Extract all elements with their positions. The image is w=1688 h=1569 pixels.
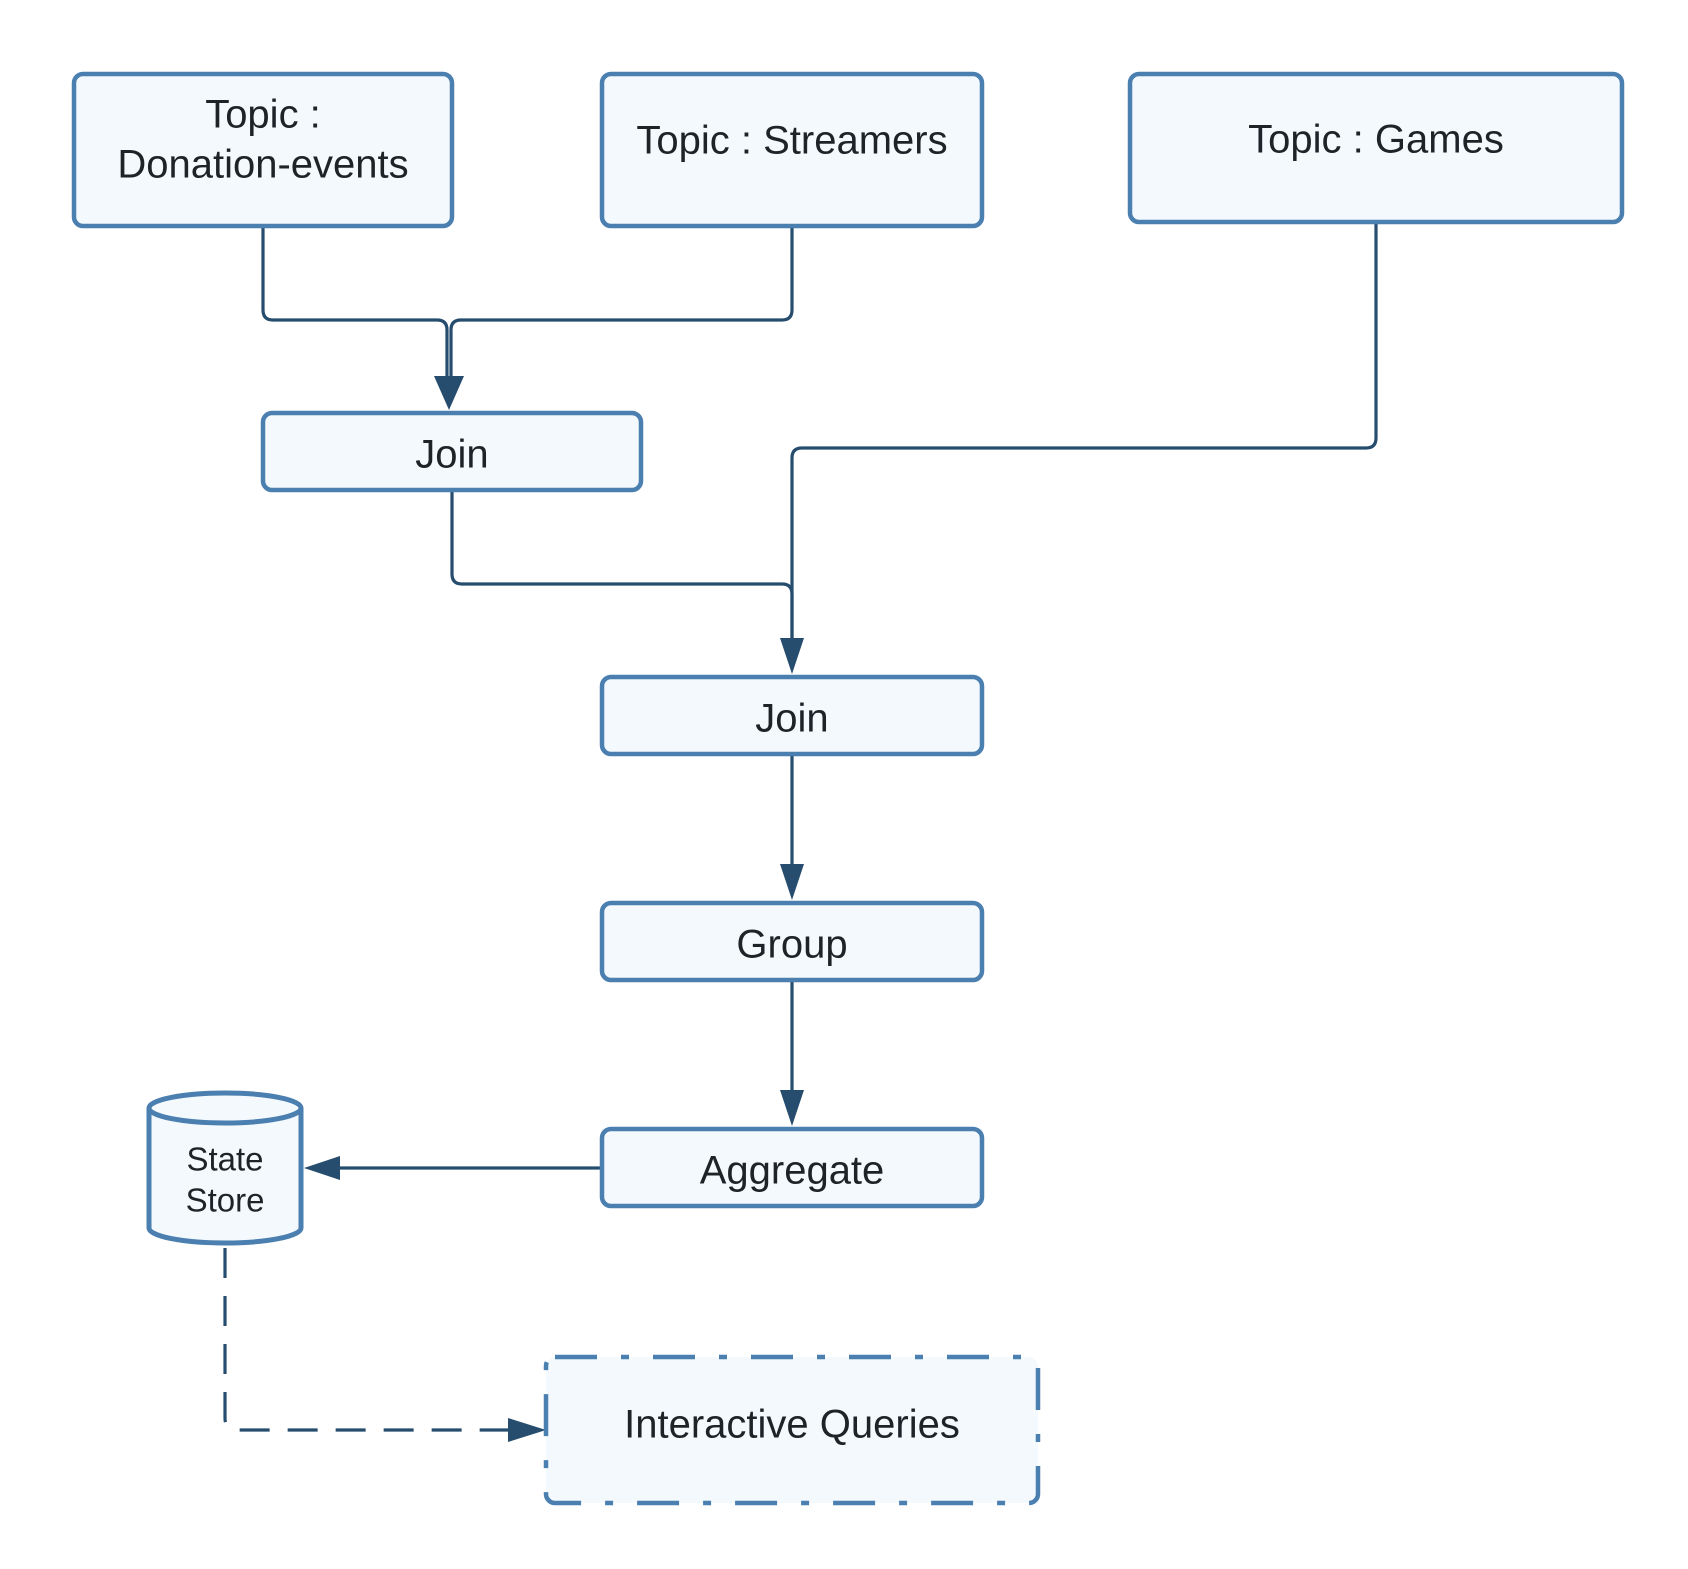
- node-join-2[interactable]: Join: [599, 674, 985, 757]
- node-label: Join: [415, 433, 488, 477]
- node-label: Aggregate: [700, 1149, 885, 1193]
- node-streamers[interactable]: Topic : Streamers: [599, 71, 985, 229]
- edges: [223, 222, 1378, 1442]
- node-label: Store: [186, 1182, 265, 1219]
- arrowhead-group: [780, 864, 804, 900]
- arrowhead-join1: [434, 376, 464, 410]
- node-label: Topic : Games: [1248, 118, 1504, 162]
- node-label: Topic :: [205, 93, 321, 137]
- node-label: Join: [755, 697, 828, 741]
- node-label: Interactive Queries: [624, 1403, 960, 1447]
- node-group[interactable]: Group: [599, 900, 985, 983]
- edge-join1-to-join2: [450, 490, 794, 640]
- node-state-store[interactable]: State Store: [146, 1090, 304, 1246]
- node-interactive-queries[interactable]: Interactive Queries: [543, 1354, 1041, 1506]
- node-label: Group: [736, 923, 847, 967]
- node-games[interactable]: Topic : Games: [1127, 71, 1625, 225]
- node-label: Donation-events: [117, 143, 408, 187]
- node-label: Topic : Streamers: [636, 119, 947, 163]
- arrowhead-queries: [508, 1418, 546, 1442]
- arrowhead-statestore: [304, 1156, 340, 1180]
- node-aggregate[interactable]: Aggregate: [599, 1126, 985, 1209]
- node-label: State: [186, 1141, 263, 1178]
- edge-donation-to-join1: [261, 226, 449, 378]
- edge-streamers-to-join1: [449, 226, 794, 378]
- node-donation-events[interactable]: Topic : Donation-events: [71, 71, 455, 229]
- edge-games-to-join2: [790, 222, 1378, 640]
- arrowhead-join2: [780, 638, 804, 674]
- database-icon: [146, 1090, 304, 1246]
- node-join-1[interactable]: Join: [260, 410, 644, 493]
- arrowhead-aggregate: [780, 1090, 804, 1126]
- edge-statestore-to-queries: [223, 1248, 510, 1432]
